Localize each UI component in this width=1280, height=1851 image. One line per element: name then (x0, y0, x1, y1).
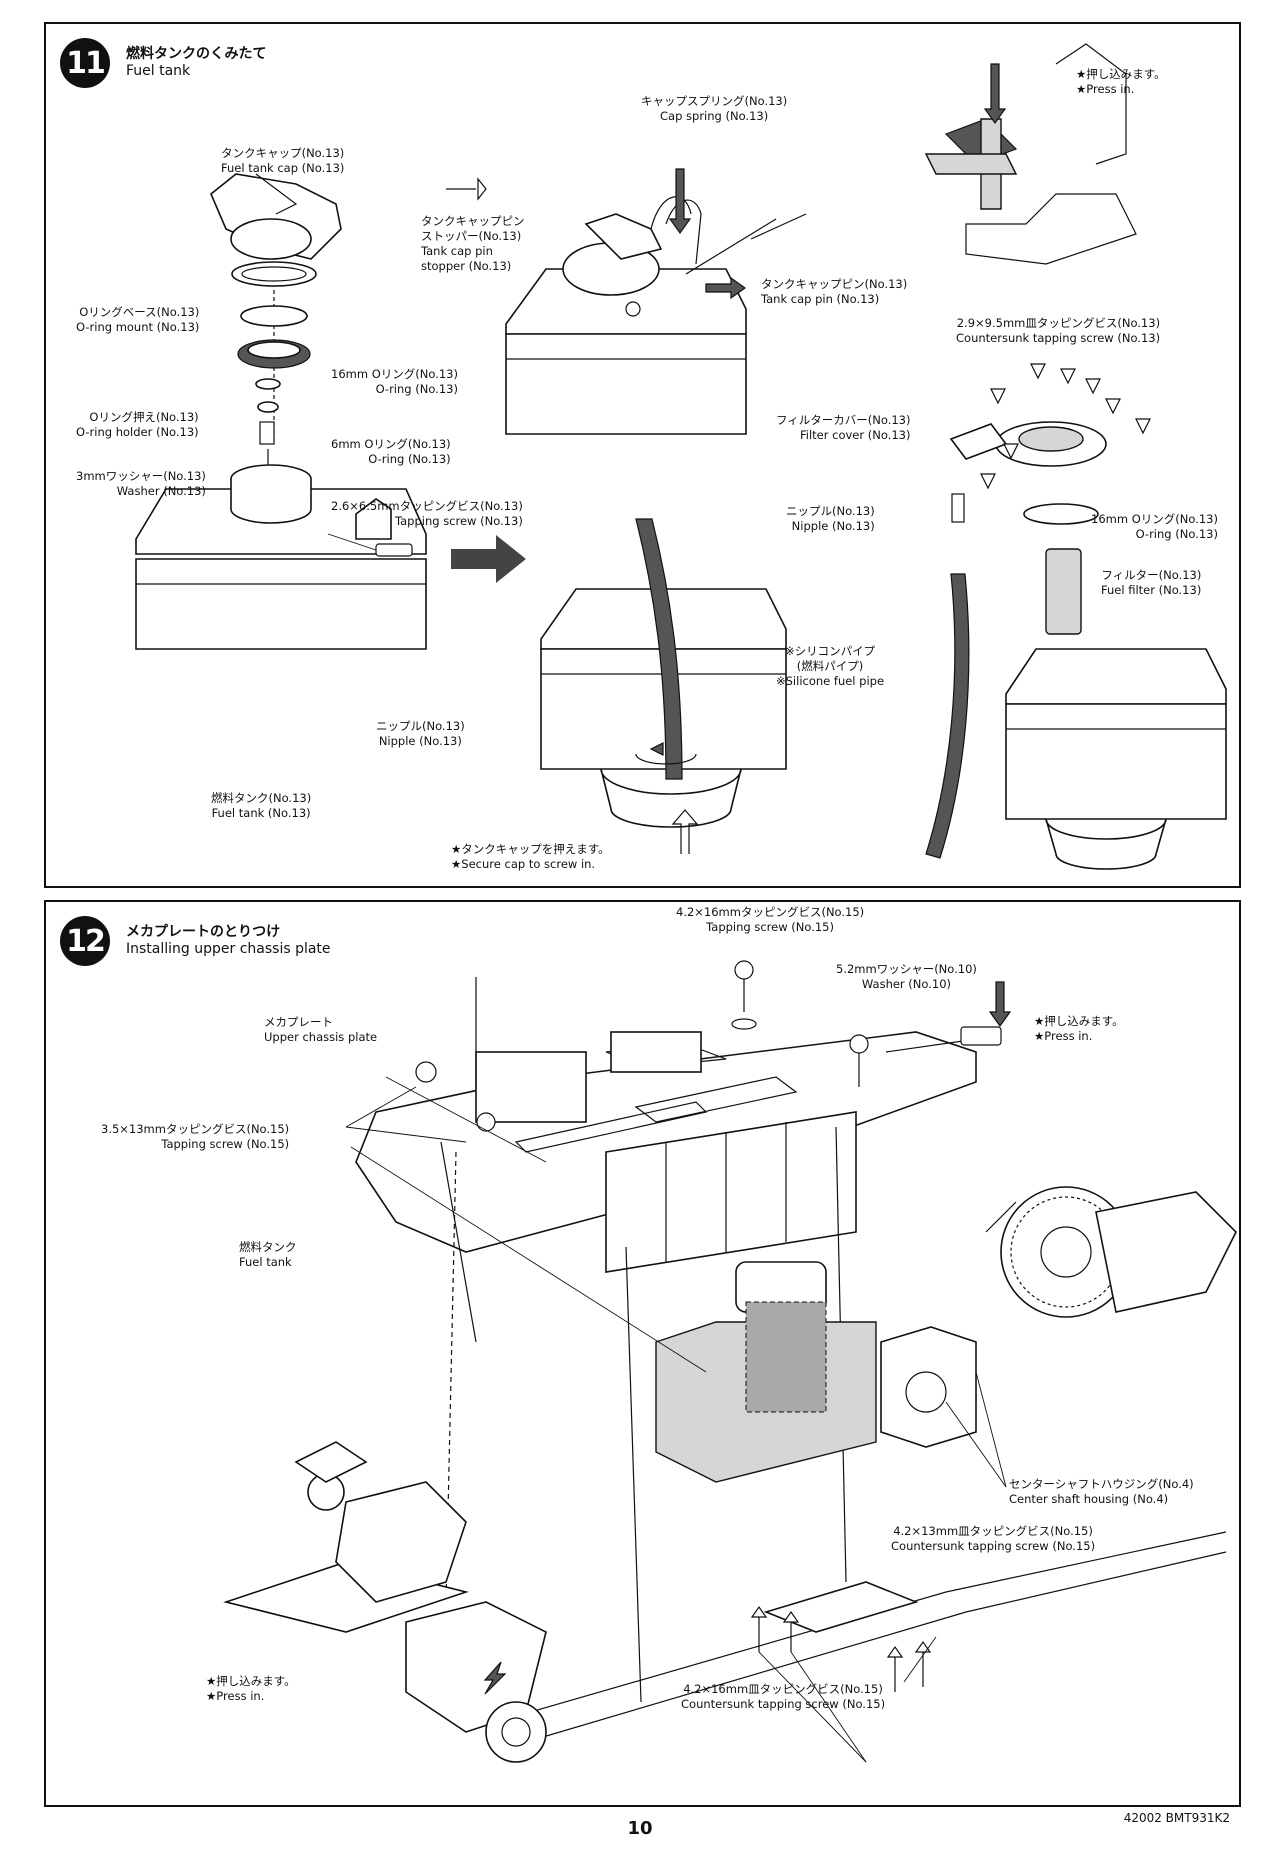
filter-cover-label: フィルターカバー(No.13)Filter cover (No.13) (776, 413, 911, 442)
fuel-tank-cap-label: タンクキャップ(No.13)Fuel tank cap (No.13) (221, 146, 345, 175)
fuel-tank-drawing (655, 1261, 877, 1483)
press-in-arrow-icon (885, 981, 1012, 1053)
fuel-tank-body-drawing (135, 464, 427, 650)
press-in-label: ★押し込みます。★Press in. (1034, 1014, 1124, 1043)
chassis-base-drawing (495, 1531, 1227, 1743)
tank-cap-pin-label: タンクキャップピン(No.13)Tank cap pin (No.13) (761, 277, 908, 306)
tapping-screw-16-label: 4.2×16mmタッピングビス(No.15)Tapping screw (No.… (676, 905, 865, 934)
silicone-pipe-drawing (925, 573, 970, 859)
o-ring-16-right-drawing (1023, 503, 1099, 525)
countersunk-screw-label: 2.9×9.5mm皿タッピングビス(No.13)Countersunk tapp… (956, 316, 1161, 345)
cap-assembly-drawing (505, 168, 777, 435)
document-code: 42002 BMT931K2 (1123, 1811, 1230, 1825)
o-ring-16-label: 16mm Oリング(No.13)O-ring (No.13) (331, 367, 458, 396)
countersunk-screws-icon (750, 1605, 932, 1692)
fuel-tank-label: 燃料タンク(No.13)Fuel tank (No.13) (211, 791, 312, 820)
countersunk-screws-icon (980, 363, 1151, 490)
nipple-drawing (327, 533, 413, 557)
o-ring-16-drawing (240, 305, 308, 327)
spur-gear-drawing (1000, 1186, 1237, 1318)
step-arrow-icon (451, 535, 526, 583)
o-ring-mount-label: Oリングベース(No.13)O-ring mount (No.13) (76, 305, 200, 334)
secure-cap-label: ★タンクキャップを押えます。★Secure cap to screw in. (451, 842, 610, 871)
step-12-panel: 12 メカプレートのとりつけ Installing upper chassis … (44, 900, 1241, 1807)
nipple-right-label: ニップル(No.13)Nipple (No.13) (786, 504, 875, 533)
center-shaft-housing-drawing (880, 1201, 1017, 1448)
countersunk-screw-13-label: 4.2×13mm皿タッピングビス(No.15)Countersunk tappi… (891, 1524, 1096, 1553)
step-number-badge: 12 (60, 916, 110, 966)
center-shaft-housing-label: センターシャフトハウジング(No.4)Center shaft housing … (1009, 1477, 1194, 1506)
step-11-panel: 11 燃料タンクのくみたて Fuel tank (44, 22, 1241, 888)
fuel-tank-illustration (135, 43, 1227, 870)
step-number-badge: 11 (60, 38, 110, 88)
nipple-label: ニップル(No.13)Nipple (No.13) (376, 719, 465, 748)
fuel-filter-drawing (1045, 548, 1082, 635)
battery-block-drawing (605, 1111, 857, 1273)
fuel-tank-cap-drawing (210, 173, 342, 260)
step-title: 燃料タンクのくみたて Fuel tank (126, 46, 267, 80)
step-title-jp: 燃料タンクのくみたて (126, 46, 267, 62)
press-in-bottom-label: ★押し込みます。★Press in. (206, 1674, 296, 1703)
step-title-jp: メカプレートのとりつけ (126, 924, 281, 940)
tapping-screw-icon (415, 1061, 437, 1083)
tapping-screw-label: 2.6×6.5mmタッピングビス(No.13)Tapping screw (No… (331, 499, 523, 528)
tapping-screw-icon (476, 1112, 496, 1132)
tapping-screw-13-label: 3.5×13mmタッピングビス(No.15)Tapping screw (No.… (101, 1122, 290, 1151)
press-in-label: ★押し込みます。★Press in. (1076, 67, 1166, 96)
washer-3-drawing (257, 401, 279, 413)
upper-chassis-illustration (223, 960, 1237, 1763)
o-ring-holder-label: Oリング押え(No.13)O-ring holder (No.13) (76, 410, 199, 439)
o-ring-6-drawing (255, 378, 281, 390)
washer-icon (731, 1018, 757, 1030)
silicone-pipe-label: ※シリコンパイプ(燃料パイプ)※Silicone fuel pipe (776, 644, 885, 688)
step-title-en: Fuel tank (126, 63, 191, 79)
press-tool-drawing (924, 43, 1137, 265)
nipple-right-drawing (951, 493, 965, 523)
countersunk-screw-16-label: 4.2×16mm皿タッピングビス(No.15)Countersunk tappi… (681, 1682, 886, 1711)
o-ring-16-right-label: 16mm Oリング(No.13)O-ring (No.13) (1091, 512, 1218, 541)
stopper-icon (446, 177, 487, 201)
press-in-arrow-icon (483, 1661, 507, 1695)
fuel-filter-label: フィルター(No.13)Fuel filter (No.13) (1101, 568, 1202, 597)
tapping-screw-icon (849, 1034, 869, 1087)
cap-spring-label: キャップスプリング(No.13)Cap spring (No.13) (641, 94, 788, 123)
o-ring-6-label: 6mm Oリング(No.13)O-ring (No.13) (331, 437, 451, 466)
front-suspension-drawing (223, 1441, 547, 1763)
filter-cover-drawing (949, 363, 1151, 635)
tapping-screw-drawing (259, 421, 275, 445)
step-title-en: Installing upper chassis plate (126, 941, 331, 957)
washer-3-label: 3mmワッシャー(No.13)Washer (No.13) (76, 469, 206, 498)
o-ring-mount-drawing (231, 261, 317, 287)
page-number: 10 (627, 1818, 653, 1839)
tapping-screw-icon (734, 960, 754, 1012)
washer-5-2-label: 5.2mmワッシャー(No.10)Washer (No.10) (836, 962, 977, 991)
step-title: メカプレートのとりつけ Installing upper chassis pla… (126, 924, 331, 958)
tank-filter-bottom-drawing (1005, 648, 1227, 870)
tank-with-pipe-drawing (540, 518, 787, 854)
